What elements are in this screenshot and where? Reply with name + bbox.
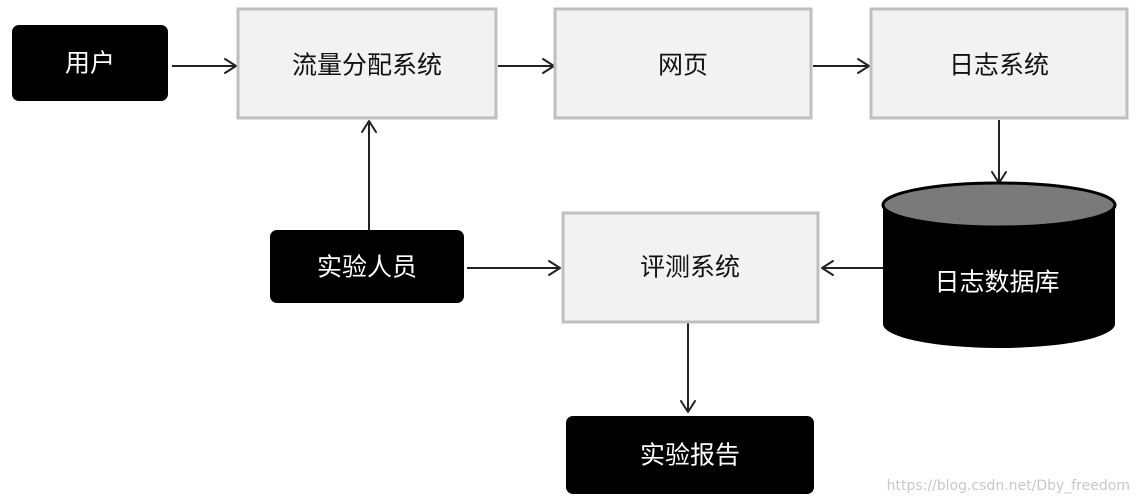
- edge-experimenter-to-traffic: [361, 120, 377, 230]
- edge-experimenter-to-eval: [467, 260, 561, 276]
- edge-logdb-to-eval: [821, 260, 883, 276]
- node-experimenter-label: 实验人员: [317, 253, 417, 282]
- edge-webpage-to-logsys: [813, 58, 870, 74]
- node-user: 用户: [12, 25, 168, 101]
- node-experiment-report-label: 实验报告: [640, 441, 740, 470]
- watermark: https://blog.csdn.net/Dby_freedom: [887, 478, 1130, 494]
- node-experiment-report: 实验报告: [566, 416, 814, 494]
- node-log-system: 日志系统: [869, 7, 1129, 120]
- edge-user-to-traffic: [172, 58, 237, 74]
- edge-logsys-to-logdb: [991, 120, 1007, 184]
- node-log-system-label: 日志系统: [949, 51, 1049, 80]
- node-evaluation-system-label: 评测系统: [640, 253, 740, 282]
- node-evaluation-system: 评测系统: [561, 211, 820, 324]
- edge-eval-to-report: [680, 322, 696, 413]
- node-experimenter: 实验人员: [270, 230, 464, 303]
- edges: [172, 58, 1007, 413]
- node-log-database: 日志数据库: [881, 181, 1117, 348]
- node-user-label: 用户: [65, 49, 115, 78]
- edge-traffic-to-webpage: [498, 58, 555, 74]
- node-webpage: 网页: [553, 7, 813, 120]
- database-icon: [881, 181, 1117, 229]
- node-traffic-allocation-label: 流量分配系统: [292, 51, 442, 80]
- node-traffic-allocation: 流量分配系统: [236, 7, 498, 120]
- node-webpage-label: 网页: [658, 51, 708, 80]
- node-log-database-label: 日志数据库: [934, 268, 1059, 297]
